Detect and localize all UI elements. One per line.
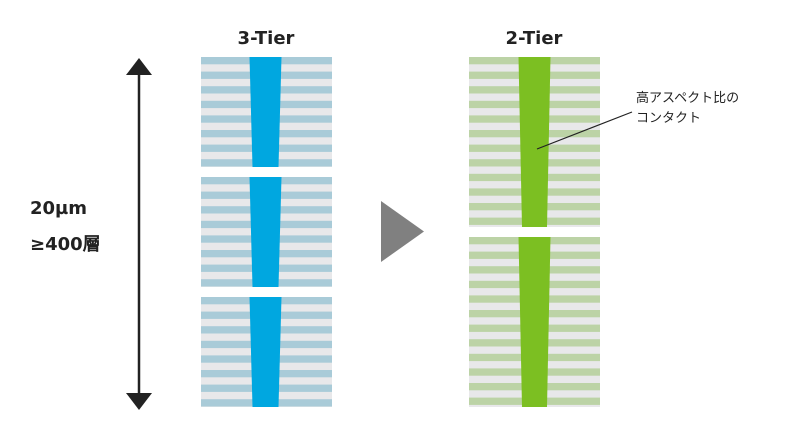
tier-block-3 [201, 297, 332, 407]
layers-label: ≥400層 [30, 234, 101, 255]
thickness-label: 20µm [30, 198, 87, 219]
contact-hole [249, 297, 282, 407]
callout-text-line1: 高アスペクト比の [636, 90, 739, 106]
contact-hole [518, 237, 551, 407]
tier-block-1 [201, 57, 332, 167]
tier-block-2 [469, 237, 600, 407]
callout-leader-line [536, 111, 633, 150]
tier-block-1 [469, 57, 600, 227]
arrow-head-up [126, 58, 152, 75]
right-title: 2-Tier [506, 28, 563, 49]
callout-text-line2: コンタクト [636, 111, 701, 126]
three-tier-stack [201, 57, 332, 407]
arrow-head-down [126, 393, 152, 410]
direction-arrow-icon [381, 201, 424, 262]
vertical-dimension-arrow [126, 58, 152, 410]
contact-hole [249, 57, 282, 167]
two-tier-stack [469, 57, 600, 407]
contact-hole [249, 177, 282, 287]
left-title: 3-Tier [238, 28, 295, 49]
tier-block-2 [201, 177, 332, 287]
contact-hole [518, 57, 551, 227]
